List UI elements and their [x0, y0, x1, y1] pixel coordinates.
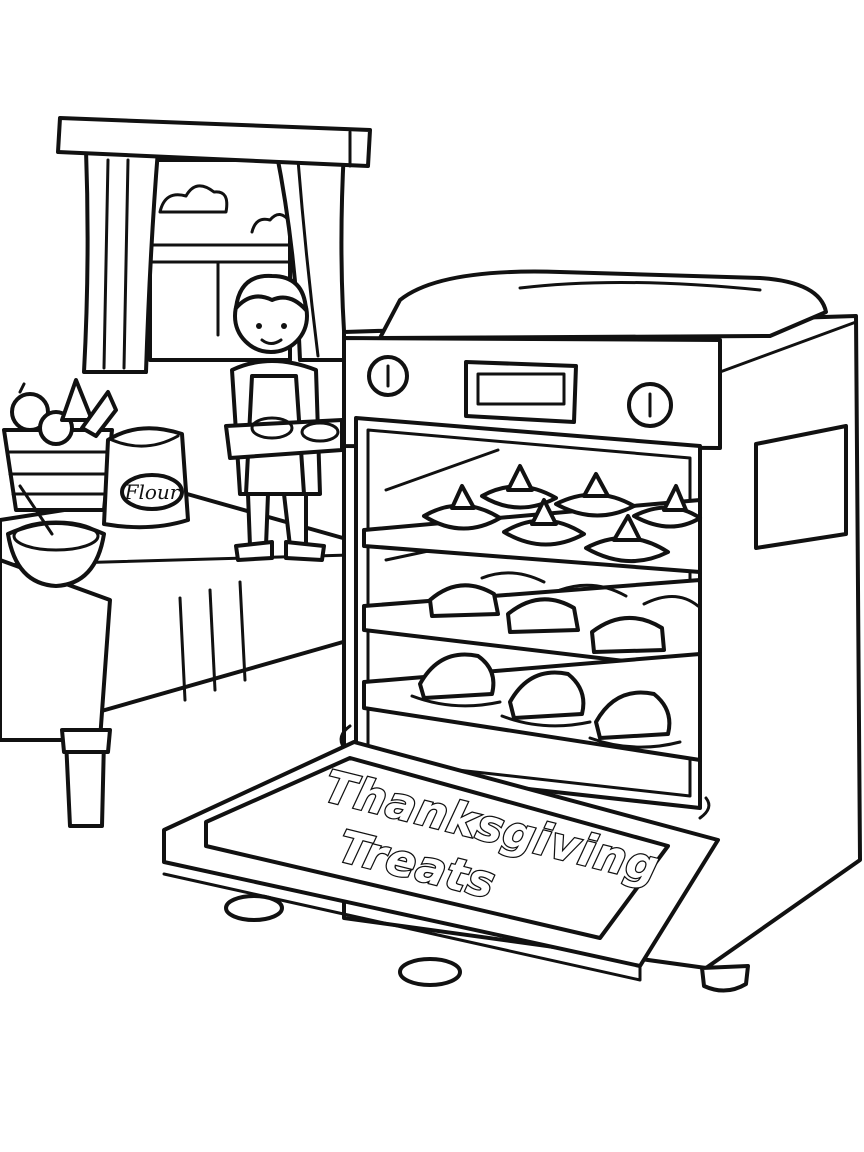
tablecloth-stripe	[208, 588, 217, 692]
produce-basket	[2, 378, 118, 512]
pie-icon	[632, 505, 702, 529]
roast-platter	[588, 736, 682, 749]
bread-roll-icon	[642, 595, 700, 608]
corn-icon	[60, 378, 94, 422]
child-leg	[246, 492, 270, 548]
curtain-fold	[102, 158, 110, 370]
bread-roll-icon	[428, 583, 500, 618]
pie-icon	[480, 484, 558, 510]
oven-top-edge	[718, 320, 858, 374]
corn-icon	[80, 390, 118, 438]
flour-label	[120, 473, 184, 511]
oven-foot	[398, 957, 462, 987]
cloud-icon	[158, 184, 229, 214]
flour-label-text: Flour	[124, 480, 181, 504]
child-hair	[234, 273, 308, 312]
cloud-icon	[250, 213, 292, 234]
tablecloth-stripe	[238, 580, 247, 682]
cream-dollop-icon	[450, 484, 476, 510]
child-leg	[282, 492, 308, 548]
cream-dollop-icon	[530, 498, 558, 526]
child-baker	[224, 273, 344, 562]
child-shoe	[234, 540, 274, 562]
bowl-rim	[12, 520, 100, 552]
oven-display	[464, 360, 578, 424]
mixing-bowl	[6, 484, 106, 588]
cookie-on-tray	[300, 421, 340, 443]
child-smile	[260, 338, 283, 345]
roast-icon	[594, 690, 672, 740]
roast-platter	[500, 714, 592, 728]
window	[56, 116, 372, 374]
child-shoe	[284, 540, 326, 562]
door-hinge	[698, 796, 711, 820]
left-curtain	[82, 148, 160, 374]
pie-icon	[584, 536, 670, 563]
pie-icon	[554, 492, 636, 518]
oven-lid-ridge	[518, 280, 762, 292]
cream-dollop-icon	[582, 472, 610, 498]
oven-foot	[224, 894, 284, 922]
roast-icon	[418, 652, 496, 700]
oven-rack-middle	[362, 571, 702, 672]
pie-icon	[422, 503, 502, 531]
pumpkin-stem	[18, 382, 26, 394]
flour-bag: Flour	[102, 426, 190, 530]
bread-roll-icon	[590, 615, 666, 654]
oven-rack-bottom	[362, 652, 702, 762]
table-leg-cap	[60, 728, 112, 754]
oven-rack-top	[362, 464, 702, 574]
oven-side-vent	[754, 424, 848, 550]
bread-roll-icon	[480, 571, 546, 584]
bread-roll-icon	[558, 583, 628, 598]
child-eye	[281, 323, 287, 329]
cream-dollop-icon	[506, 464, 534, 492]
bread-roll-icon	[506, 597, 580, 634]
cream-dollop-icon	[662, 484, 688, 512]
pie-icon	[502, 518, 586, 547]
tablecloth-stripe	[178, 596, 187, 702]
oven-cavity-inner	[366, 428, 692, 798]
oven-display-screen	[476, 372, 566, 406]
curtain-fold	[122, 158, 130, 370]
oven: Thanksgiving Treats	[162, 269, 862, 993]
child-baking-tray	[224, 418, 344, 460]
oven-door-glass	[204, 756, 670, 940]
rack-rail	[384, 448, 500, 492]
oven-door-edge	[162, 860, 642, 982]
roast-platter	[410, 694, 502, 708]
oven-foot	[700, 964, 750, 993]
cookie-on-tray	[250, 416, 294, 440]
cream-dollop-icon	[612, 514, 642, 542]
sack-fold	[110, 434, 180, 448]
curtain-rod	[56, 116, 372, 168]
curtain-fold	[296, 158, 320, 358]
oven-top	[378, 269, 828, 340]
roast-icon	[508, 670, 586, 720]
whisk-handle	[18, 484, 54, 536]
child-eye	[256, 323, 262, 329]
